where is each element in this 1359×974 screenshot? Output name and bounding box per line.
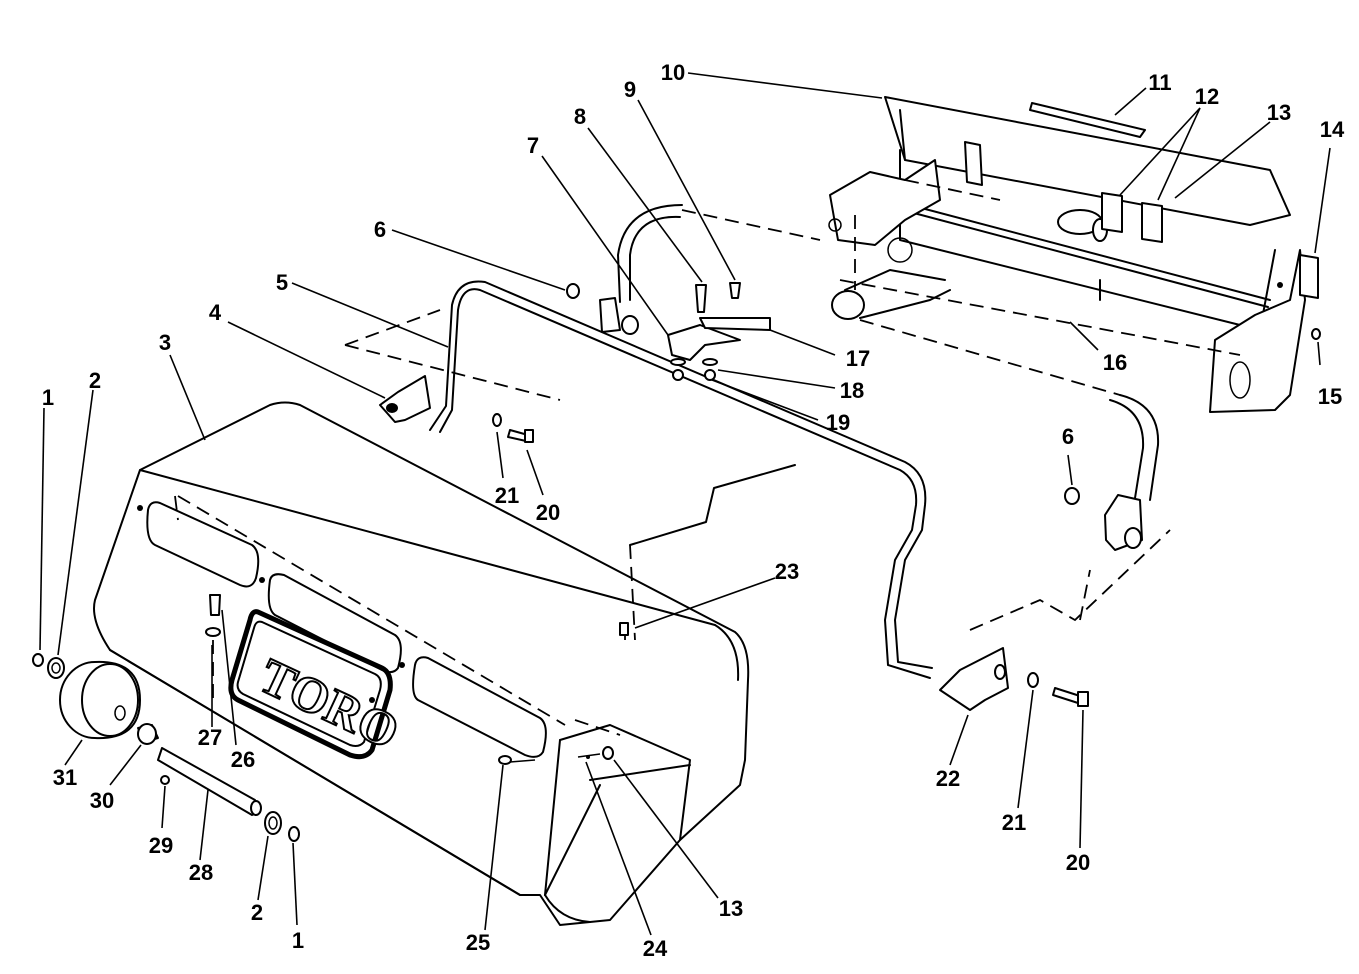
vent-slot [146, 501, 260, 588]
callout-16: 16 [1103, 350, 1127, 375]
callout-28: 28 [189, 860, 213, 885]
callout-15: 15 [1318, 384, 1342, 409]
washer [47, 657, 65, 679]
decal-strip [1029, 102, 1146, 138]
callout-17: 17 [846, 346, 870, 371]
bolt-head [1077, 691, 1089, 707]
callout-labels: 1 2 3 4 5 6 7 8 9 10 11 12 13 14 15 16 1… [42, 60, 1345, 961]
hidden-lines [344, 309, 1171, 736]
leader-lines [39, 72, 1331, 936]
basket-hardware [205, 594, 629, 765]
callout-2-lower: 2 [251, 900, 263, 925]
callout-20-upper: 20 [536, 500, 560, 525]
washer [1027, 672, 1039, 688]
callout-19: 19 [826, 410, 850, 435]
wheel-assembly [32, 653, 300, 842]
rear-frame-assembly [828, 96, 1319, 413]
nut [1311, 328, 1321, 340]
nut [704, 369, 716, 381]
callout-22: 22 [936, 766, 960, 791]
callout-25: 25 [466, 930, 490, 955]
plate [1141, 202, 1163, 243]
bolt-head [524, 429, 534, 443]
callout-18: 18 [840, 378, 864, 403]
callout-10: 10 [661, 60, 685, 85]
callout-1: 1 [42, 385, 54, 410]
callout-24: 24 [643, 936, 668, 961]
retaining-ring [288, 826, 300, 842]
callout-30: 30 [90, 788, 114, 813]
vent-slot [267, 573, 402, 674]
bolt [695, 284, 707, 313]
pin [160, 775, 170, 785]
nut [672, 369, 684, 381]
callout-1-lower: 1 [292, 928, 304, 953]
callout-29: 29 [149, 833, 173, 858]
callout-26: 26 [231, 747, 255, 772]
bolt [729, 282, 741, 299]
hoop-bracket [939, 647, 1009, 711]
callout-2: 2 [89, 368, 101, 393]
callout-6-lower: 6 [1062, 424, 1074, 449]
callout-11: 11 [1148, 70, 1171, 95]
vent-slot [412, 656, 547, 758]
nut [1064, 487, 1080, 505]
callout-9: 9 [624, 77, 636, 102]
washer [264, 811, 282, 835]
callout-7: 7 [527, 133, 539, 158]
callout-23: 23 [775, 559, 799, 584]
retaining-ring [32, 653, 44, 667]
callout-21-lower: 21 [1002, 810, 1026, 835]
callout-13: 13 [1267, 100, 1291, 125]
bolt [1052, 687, 1081, 704]
callout-4: 4 [209, 300, 222, 325]
washer [702, 358, 718, 366]
callout-13-lower: 13 [719, 896, 743, 921]
callout-3: 3 [159, 330, 171, 355]
plate [1299, 254, 1319, 299]
plate [1101, 192, 1123, 233]
callout-21-upper: 21 [495, 483, 519, 508]
callout-6: 6 [374, 217, 386, 242]
hoop-bracket [379, 375, 431, 423]
washer [205, 627, 221, 637]
fastener [619, 622, 629, 636]
brackets [379, 282, 1321, 711]
callout-5: 5 [276, 270, 288, 295]
latch-bracket [667, 324, 741, 361]
washer [492, 413, 502, 427]
callout-20-lower: 20 [1066, 850, 1090, 875]
callout-12: 12 [1195, 84, 1219, 109]
callout-8: 8 [574, 104, 586, 129]
roller [59, 660, 141, 740]
support-hoops [429, 204, 1160, 679]
nut [566, 283, 580, 299]
callout-27: 27 [198, 725, 222, 750]
screw [209, 594, 221, 616]
grass-basket: TORO [93, 401, 750, 926]
callout-14: 14 [1320, 117, 1345, 142]
washer [670, 358, 686, 366]
callout-31: 31 [53, 765, 77, 790]
